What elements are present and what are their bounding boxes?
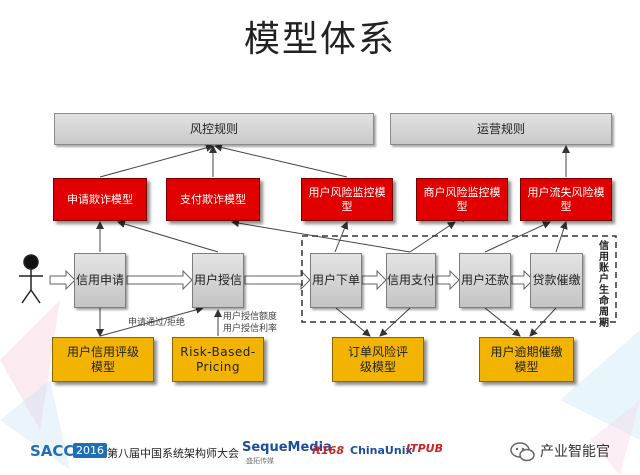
page-title: 模型体系	[243, 19, 396, 60]
arrow-user-repay-to-user-churn	[484, 221, 551, 253]
arrow-credit-pay-to-payment-fraud	[231, 219, 411, 253]
conference-name: 第八届中国系统架构师大会	[107, 447, 239, 460]
chinaunix-logo: ChinaUnix	[350, 444, 413, 457]
block-arrow-apply-grant	[126, 269, 193, 291]
wechat-icon	[510, 442, 535, 462]
itpub-logo: ITPUB	[406, 442, 443, 455]
rbp-line-2: Pricing	[196, 359, 240, 374]
wechat-account-name: 产业智能官	[540, 444, 610, 460]
overdue-collect-model-box: 用户逾期催缴模型	[479, 337, 574, 382]
arrow-user-monitor-to-risk-rules	[214, 143, 348, 178]
ops-rules-box: 运营规则	[390, 113, 612, 145]
sequemedia-sub-logo: 盛拓传媒	[246, 457, 274, 465]
block-arrow-person	[49, 269, 76, 291]
block-arrow-order-pay	[361, 269, 387, 291]
credit-apply-step: 信用申请	[74, 253, 126, 308]
footer-bar: SACC 2016 第八届中国系统架构师大会 SequeMedia 盛拓传媒 i…	[0, 432, 640, 475]
risk-rules-box: 风控规则	[54, 113, 374, 145]
credit-rating-model-box: 用户信用评级模型	[52, 337, 154, 382]
user-risk-monitor-model-box: 用户风险监控模型	[301, 178, 393, 221]
sacc-logo: SACC	[30, 442, 75, 460]
risk-based-pricing-box: Risk-Based- Pricing	[172, 337, 264, 382]
user-order-step: 用户下单	[310, 253, 362, 308]
rbp-line-1: Risk-Based-	[180, 345, 256, 360]
arrow-rating-to-rbp	[99, 305, 204, 337]
lifecycle-label: 信用账户生命周期	[599, 241, 609, 329]
block-arrow-repay-collect	[511, 269, 534, 291]
block-arrow-pay-repay	[436, 269, 460, 291]
sequemedia-logo: SequeMedia	[242, 440, 332, 455]
apply-result-note: 申请通过/拒绝	[128, 318, 186, 328]
it168-logo: it168	[312, 444, 344, 457]
user-repay-step: 用户还款	[459, 253, 511, 308]
loan-collect-step: 贷款催缴	[530, 253, 583, 308]
arrow-loan-collect-to-user-churn	[555, 221, 568, 253]
apply-fraud-model-box: 申请欺诈模型	[53, 178, 147, 221]
block-arrow-grant-order	[244, 269, 311, 291]
arrow-credit-pay-to-merchant-monitor	[409, 221, 456, 253]
user-grant-step: 用户授信	[192, 253, 244, 308]
arrow-user-order-to-user-monitor	[334, 221, 349, 253]
user-churn-risk-model-box: 用户流失风险模型	[520, 178, 612, 221]
grant-amount-note: 用户授信额度	[223, 312, 278, 322]
user-person-icon	[19, 254, 43, 304]
payment-fraud-model-box: 支付欺诈模型	[166, 178, 260, 221]
merchant-risk-monitor-model-box: 商户风险监控模型	[416, 178, 508, 221]
sacc-year-badge: 2016	[73, 443, 107, 458]
credit-pay-step: 信用支付	[386, 253, 436, 308]
arrow-user-grant-to-apply-fraud	[117, 220, 219, 253]
order-risk-rating-model-box: 订单风险评级模型	[332, 337, 424, 382]
grant-rate-note: 用户授信利率	[223, 324, 278, 334]
arrow-apply-fraud-to-risk-rules	[99, 143, 214, 178]
